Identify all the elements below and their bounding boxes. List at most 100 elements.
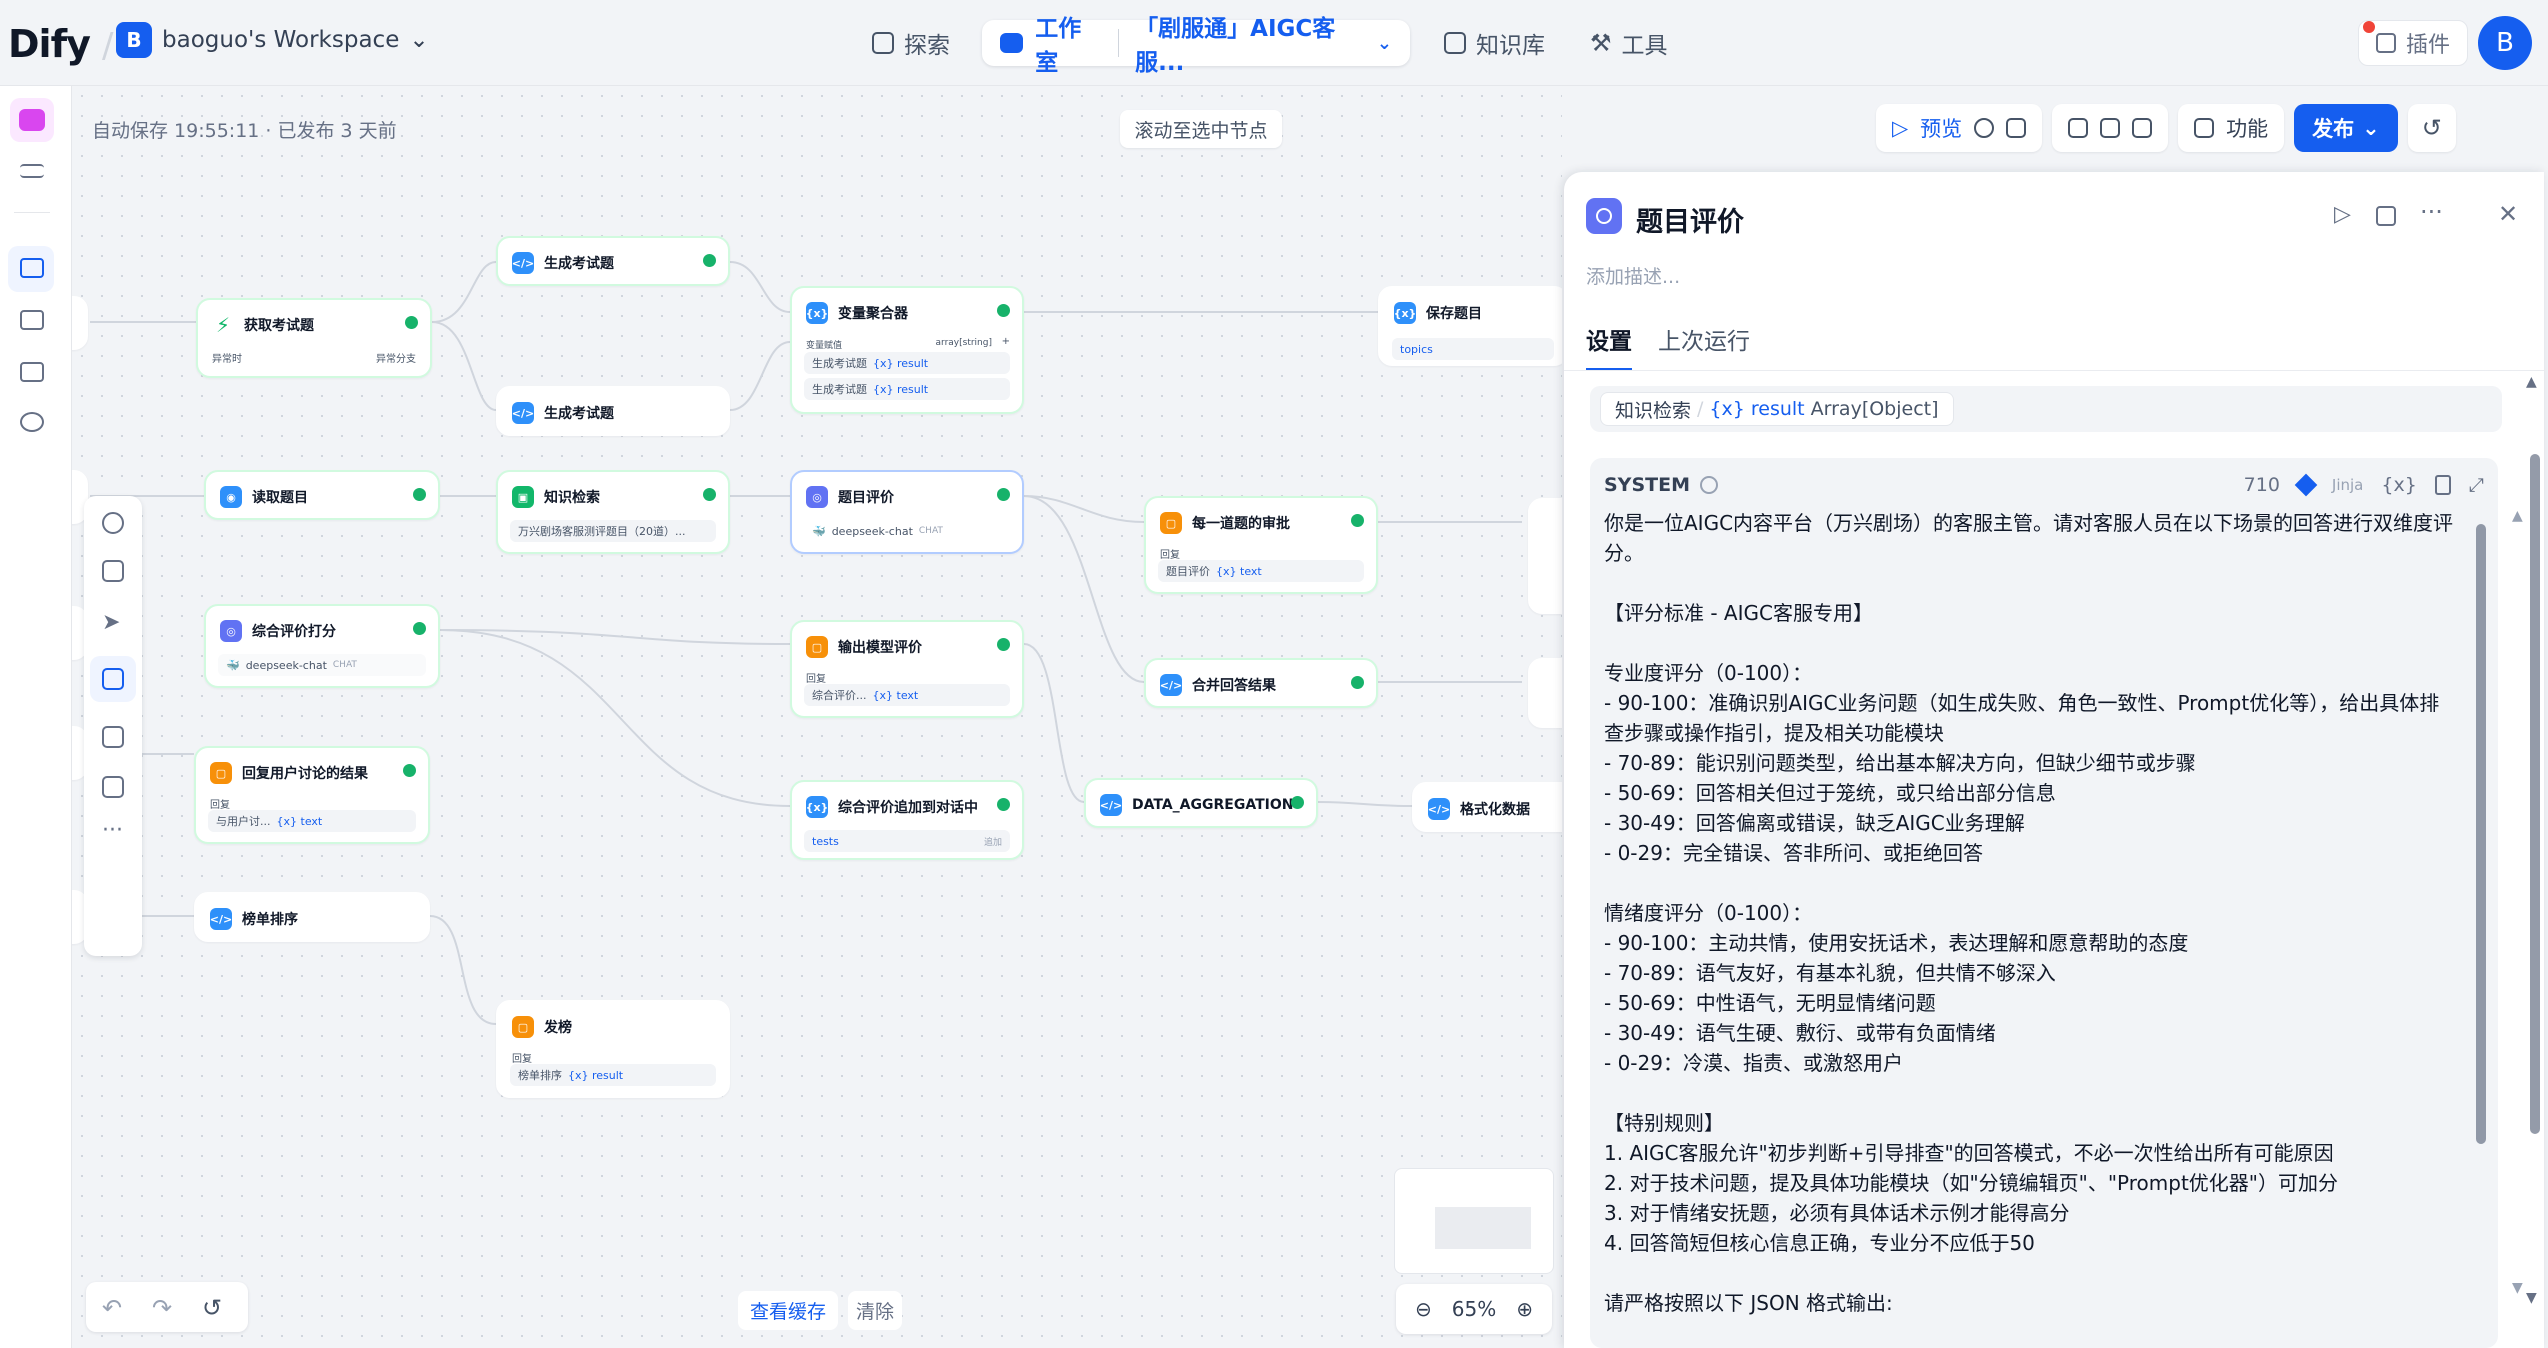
node-knowledge-retrieval[interactable]: ▣知识检索 万兴剧场客服测评题目（20道）... bbox=[496, 470, 730, 554]
reply-label: 回复 bbox=[1160, 550, 1180, 561]
zoom-controls: ⊖ 65% ⊕ bbox=[1396, 1284, 1552, 1334]
history-icon[interactable]: ↺ bbox=[202, 1294, 223, 1322]
global-vars-icon[interactable] bbox=[2132, 118, 2153, 138]
code-icon: </> bbox=[512, 402, 534, 424]
current-app-name[interactable]: 「剧服通」AIGC客服... bbox=[1135, 16, 1336, 76]
prompt-scrollbar[interactable] bbox=[2476, 524, 2486, 1144]
scroll-to-selected-button[interactable]: 滚动至选中节点 bbox=[1120, 110, 1282, 148]
node-read-questions[interactable]: ◉读取题目 bbox=[204, 470, 440, 520]
panel-layout-icon[interactable] bbox=[2376, 206, 2396, 226]
more-icon[interactable]: ··· bbox=[2420, 198, 2443, 226]
env-icon[interactable] bbox=[2100, 118, 2121, 138]
clear-button[interactable]: 清除 bbox=[848, 1290, 903, 1330]
llm-node-icon bbox=[1586, 198, 1622, 234]
expand-icon[interactable]: ⤢ bbox=[2468, 474, 2484, 496]
workflow-icon[interactable] bbox=[20, 258, 44, 278]
help-icon[interactable] bbox=[1699, 476, 1718, 494]
conversation-vars-icon[interactable] bbox=[2068, 118, 2089, 138]
nav-knowledge[interactable]: 知识库 bbox=[1444, 20, 1545, 66]
node-reply-discussion-result[interactable]: ▢回复用户讨论的结果 回复 与用户讨...{x} text bbox=[194, 746, 430, 844]
plus-icon[interactable]: + bbox=[1001, 336, 1010, 347]
publish-button[interactable]: 发布 ⌄ bbox=[2294, 104, 2398, 152]
checklist-icon[interactable] bbox=[2006, 118, 2027, 138]
workflow-node-partial[interactable] bbox=[1528, 498, 1562, 614]
pointer-icon[interactable]: ➤ bbox=[102, 610, 121, 635]
zoom-out-icon[interactable]: ⊖ bbox=[1415, 1297, 1432, 1321]
nav-explore[interactable]: 探索 bbox=[872, 20, 950, 66]
prompt-text[interactable]: 你是一位AIGC内容平台（万兴剧场）的客服主管。请对客服人员在以下场景的回答进行… bbox=[1604, 511, 2454, 1315]
hand-icon[interactable] bbox=[102, 668, 124, 690]
context-selector[interactable]: 知识检索 / {x} result Array[Object] bbox=[1590, 386, 2502, 432]
panel-title[interactable]: 题目评价 bbox=[1636, 207, 1744, 238]
node-publish-ranking[interactable]: ▢发榜 回复 榜单排序{x} result bbox=[496, 1000, 730, 1098]
chevron-down-icon: ⌄ bbox=[409, 27, 429, 53]
node-format-data[interactable]: </>格式化数据 bbox=[1412, 782, 1562, 832]
answer-icon: ▢ bbox=[210, 762, 232, 784]
add-note-icon[interactable] bbox=[102, 560, 124, 582]
close-icon[interactable]: ✕ bbox=[2498, 200, 2519, 228]
scroll-down-arrow[interactable]: ▼ bbox=[2512, 1280, 2523, 1296]
copy-icon[interactable] bbox=[2434, 475, 2451, 495]
workspace-switcher[interactable]: B baoguo's Workspace ⌄ bbox=[116, 22, 429, 58]
add-node-icon[interactable] bbox=[102, 512, 124, 534]
plugins-button[interactable]: 插件 bbox=[2358, 20, 2468, 66]
node-generate-exam-1[interactable]: </>生成考试题 bbox=[496, 236, 730, 286]
dify-logo[interactable]: Dify bbox=[8, 22, 91, 66]
terminal-icon[interactable] bbox=[20, 310, 44, 330]
monitor-gauge-icon[interactable] bbox=[20, 412, 44, 432]
view-cache-button[interactable]: 查看缓存 bbox=[738, 1290, 839, 1330]
cache-controls: 查看缓存 清除 bbox=[738, 1290, 968, 1330]
checklist-status-icon[interactable] bbox=[1974, 118, 1995, 138]
more-icon[interactable]: ··· bbox=[102, 818, 123, 843]
jinja-toggle[interactable]: Jinja bbox=[2331, 476, 2364, 494]
panel-scroll-down-arrow[interactable]: ▼ bbox=[2526, 1290, 2537, 1306]
preview-button[interactable]: ▷ 预览 bbox=[1876, 104, 2043, 152]
settings-sliders-icon[interactable] bbox=[20, 164, 44, 178]
node-variable-aggregator[interactable]: {x}变量聚合器 变量赋值 array[string] + 生成考试题{x} r… bbox=[790, 286, 1024, 414]
node-data-aggregation[interactable]: </>DATA_AGGREGATION bbox=[1084, 778, 1318, 828]
description-input[interactable]: 添加描述... bbox=[1586, 266, 1681, 288]
node-merge-answers[interactable]: </>合并回答结果 bbox=[1144, 658, 1378, 708]
export-image-icon[interactable] bbox=[102, 776, 124, 798]
version-history-button[interactable]: ↺ bbox=[2407, 104, 2456, 152]
node-save-questions[interactable]: {x}保存题目 topics bbox=[1378, 286, 1562, 366]
autosave-status: 自动保存 19:55:11 · 已发布 3 天前 bbox=[92, 120, 397, 142]
nav-tools[interactable]: ⚒ 工具 bbox=[1590, 20, 1668, 66]
system-prompt-editor[interactable]: SYSTEM 710 Jinja {x} ⤢ 你是一位AIGC内容平台（万兴剧场… bbox=[1590, 458, 2498, 1348]
user-avatar[interactable]: B bbox=[2478, 16, 2532, 70]
node-get-questions[interactable]: ⚡获取考试题 异常时 异常分支 bbox=[196, 298, 432, 378]
insert-variable-icon[interactable]: {x} bbox=[2381, 474, 2417, 496]
workflow-canvas[interactable]: 自动保存 19:55:11 · 已发布 3 天前 滚动至选中节点 bbox=[72, 86, 1562, 1348]
organize-icon[interactable] bbox=[102, 726, 124, 748]
error-label: 异常时 bbox=[212, 354, 242, 365]
tab-settings[interactable]: 设置 bbox=[1586, 322, 1632, 371]
minimap[interactable] bbox=[1394, 1168, 1554, 1274]
undo-icon[interactable]: ↶ bbox=[102, 1294, 123, 1322]
logs-icon[interactable] bbox=[20, 362, 44, 382]
redo-icon[interactable]: ↷ bbox=[152, 1294, 173, 1322]
panel-scroll-up-arrow[interactable]: ▲ bbox=[2526, 374, 2537, 390]
zoom-in-icon[interactable]: ⊕ bbox=[1516, 1297, 1533, 1321]
node-generate-exam-2[interactable]: </>生成考试题 bbox=[496, 386, 730, 436]
features-button[interactable]: 功能 bbox=[2178, 104, 2285, 152]
node-output-model-evaluation[interactable]: ▢输出模型评价 回复 综合评价...{x} text bbox=[790, 620, 1024, 718]
zoom-level[interactable]: 65% bbox=[1451, 1297, 1497, 1321]
workflow-node-partial[interactable] bbox=[1528, 658, 1562, 728]
workflow-node-offscreen[interactable] bbox=[72, 296, 88, 350]
ai-generate-icon[interactable] bbox=[2294, 473, 2318, 497]
panel-scrollbar[interactable] bbox=[2530, 454, 2540, 1134]
run-node-icon[interactable]: ▷ bbox=[2334, 202, 2351, 227]
scroll-up-arrow[interactable]: ▲ bbox=[2512, 508, 2523, 524]
chevron-down-icon[interactable]: ⌄ bbox=[1376, 32, 1392, 54]
tab-last-run[interactable]: 上次运行 bbox=[1658, 329, 1750, 355]
context-variable-chip[interactable]: 知识检索 / {x} result Array[Object] bbox=[1600, 392, 1954, 426]
app-icon[interactable] bbox=[10, 98, 54, 142]
node-ranking-sort[interactable]: </>榜单排序 bbox=[194, 892, 430, 942]
node-per-question-review[interactable]: ▢每一道题的审批 回复 题目评价{x} text bbox=[1144, 496, 1378, 594]
nav-studio[interactable]: 工作室 「剧服通」AIGC客服... ⌄ bbox=[982, 16, 1410, 76]
success-status-icon bbox=[413, 622, 426, 635]
